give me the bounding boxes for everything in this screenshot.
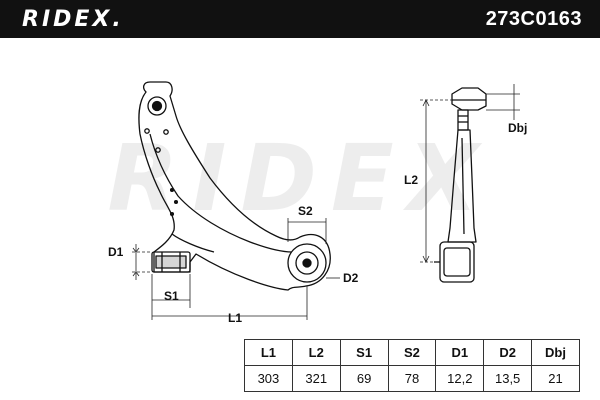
arm-outline xyxy=(138,81,331,291)
dimensions-front-view xyxy=(132,218,340,320)
arm-rivet xyxy=(169,211,175,217)
front-bushing-core xyxy=(155,255,187,269)
spec-header-s1: S1 xyxy=(339,339,389,366)
brand-logo: RIDEX. xyxy=(22,6,124,32)
arm-hole xyxy=(144,128,150,134)
label-l2: L2 xyxy=(404,173,418,187)
front-bushing xyxy=(151,251,191,273)
rear-bushing-mid xyxy=(295,251,319,275)
spec-table-value-row: 303 321 69 78 12,2 13,5 21 xyxy=(244,365,580,392)
spec-header-dbj: Dbj xyxy=(531,339,580,366)
spec-value-d1: 12,2 xyxy=(435,365,485,392)
watermark-text: RIDEX xyxy=(107,125,492,232)
spec-header-s2: S2 xyxy=(387,339,437,366)
header-bar: RIDEX. 273C0163 xyxy=(0,0,600,38)
label-l1: L1 xyxy=(228,311,242,325)
dimensions-side-view xyxy=(420,84,520,263)
arm-hole xyxy=(163,129,169,135)
top-eye-inner xyxy=(151,100,163,112)
arm-inner-web xyxy=(149,133,293,253)
side-arm-body xyxy=(447,129,477,243)
part-number: 273C0163 xyxy=(485,7,582,30)
label-dbj: Dbj xyxy=(508,121,527,135)
spec-value-l1: 303 xyxy=(244,365,293,392)
spec-header-l1: L1 xyxy=(244,339,293,366)
rear-bushing-inner xyxy=(302,258,312,268)
top-eye-outer xyxy=(147,96,167,116)
technical-drawing: RIDEX xyxy=(107,81,527,325)
spec-value-s2: 78 xyxy=(387,365,437,392)
spec-value-l2: 321 xyxy=(291,365,341,392)
arm-rivet xyxy=(169,187,175,193)
spec-table: L1 L2 S1 S2 D1 D2 Dbj 303 321 69 78 12,2… xyxy=(244,339,580,392)
spec-header-l2: L2 xyxy=(291,339,341,366)
spec-value-s1: 69 xyxy=(339,365,389,392)
label-d2: D2 xyxy=(343,271,359,285)
arm-rivet xyxy=(173,199,179,205)
ball-joint-head xyxy=(451,87,487,111)
spec-header-d1: D1 xyxy=(435,339,485,366)
spec-value-dbj: 21 xyxy=(531,365,580,392)
arm-inner-web-2 xyxy=(171,233,215,253)
control-arm-front-view xyxy=(138,81,331,291)
watermark: RIDEX xyxy=(107,125,492,232)
spec-header-d2: D2 xyxy=(483,339,533,366)
spec-table-header-row: L1 L2 S1 S2 D1 D2 Dbj xyxy=(244,339,580,366)
control-arm-side-view xyxy=(434,87,487,283)
label-d1: D1 xyxy=(108,245,124,259)
label-s1: S1 xyxy=(164,289,179,303)
arm-hole xyxy=(155,147,161,153)
label-s2: S2 xyxy=(298,204,313,218)
rear-bushing-outer xyxy=(287,243,327,283)
spec-value-d2: 13,5 xyxy=(483,365,533,392)
